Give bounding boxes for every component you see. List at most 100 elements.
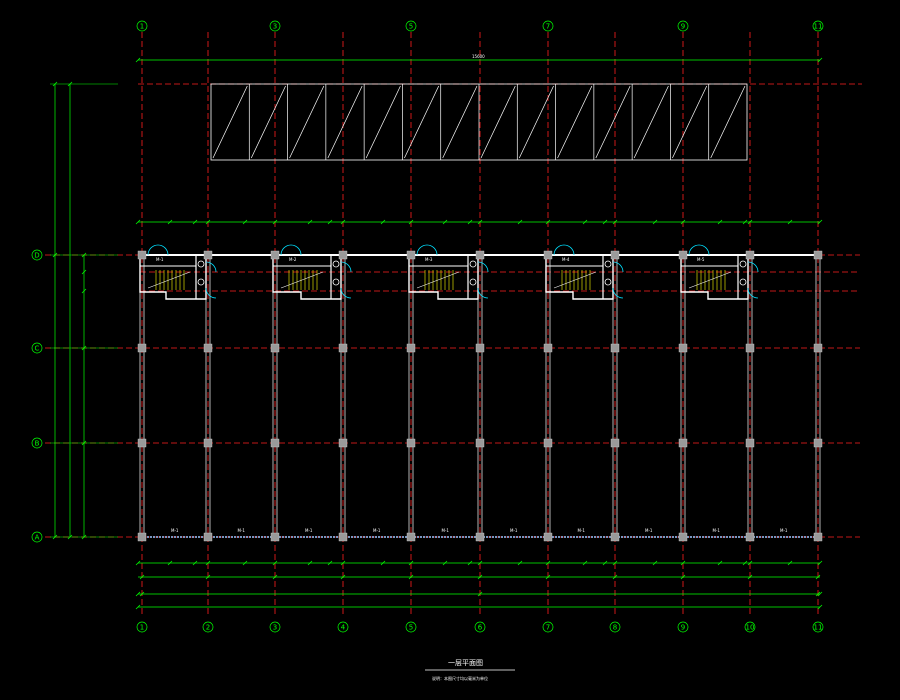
toilet-icon [604, 260, 612, 268]
overall-dimension: 15600 [472, 54, 485, 59]
dimension-tick [242, 560, 248, 566]
grid-bubble-label: 6 [478, 623, 483, 631]
hatched-canopy [210, 83, 748, 161]
grid-bubble-icon [812, 20, 824, 32]
canopy-hatch [365, 85, 401, 159]
dimension-tick [680, 219, 686, 225]
dimension-tick [787, 560, 793, 566]
canopy-hatch [595, 85, 631, 159]
grid-bubble-label: 1 [140, 22, 144, 30]
column-icon [270, 438, 280, 448]
column-icon [338, 250, 348, 260]
dimension-tick [612, 560, 618, 566]
dimension-tick [582, 560, 588, 566]
grid-bubble-label: 7 [546, 623, 550, 631]
column-icon [137, 343, 147, 353]
unit-label: M-1 [156, 257, 164, 262]
dimension-tick [205, 560, 211, 566]
dimension-tick [242, 219, 248, 225]
column-icon [406, 438, 416, 448]
dimension-tick [467, 560, 473, 566]
dimension-tick [135, 560, 141, 566]
grid-bubble-icon [31, 531, 43, 543]
grid-bubble-label: 5 [409, 22, 413, 30]
column-icon [137, 438, 147, 448]
toilet-icon [739, 278, 747, 286]
column-icon [203, 438, 213, 448]
dimension-tick [205, 219, 211, 225]
dimension-tick [742, 560, 748, 566]
column-icon [406, 532, 416, 542]
stairs [147, 260, 747, 290]
column-icon [745, 343, 755, 353]
dimension-tick [81, 288, 87, 294]
canopy-hatch [557, 85, 593, 159]
dimension-tick [747, 219, 753, 225]
dimension-tick [717, 560, 723, 566]
column-icon [338, 343, 348, 353]
door-swing-icon [747, 261, 759, 273]
column-icon [543, 250, 553, 260]
dimension-tick [817, 57, 823, 63]
dimension-tick [408, 219, 414, 225]
grid-bubble-icon [744, 621, 756, 633]
dimension-tick [307, 560, 313, 566]
dimension-tick [477, 219, 483, 225]
grid-bubble-label: 10 [746, 623, 755, 631]
canopy-hatch [480, 85, 516, 159]
dimension-tick [408, 574, 414, 580]
door-swing-icon [205, 287, 217, 299]
toilet-icon [739, 260, 747, 268]
canopy-hatch [327, 85, 363, 159]
stair-arrow [416, 271, 460, 289]
grid-bubble-label: 11 [814, 623, 823, 631]
unit-label: M-3 [425, 257, 433, 262]
dimension-tick [602, 560, 608, 566]
grid-bubble-icon [31, 342, 43, 354]
column-icon [543, 532, 553, 542]
column-icon [475, 532, 485, 542]
door-label: M-1 [510, 528, 518, 533]
grid-bubble-icon [136, 20, 148, 32]
column-icon [813, 438, 823, 448]
toilet-icon [197, 260, 205, 268]
dimension-tick [477, 591, 483, 597]
door-swing-icon [147, 244, 159, 256]
canopy-hatch [289, 85, 325, 159]
door-label: M-1 [578, 528, 586, 533]
dimension-tick [747, 574, 753, 580]
column-icon [475, 438, 485, 448]
column-icon [203, 343, 213, 353]
grid-bubble-label: 11 [814, 22, 823, 30]
door-swing-icon [563, 244, 575, 256]
grid-bubble-label: 3 [273, 623, 277, 631]
grid-bubble-label: 2 [206, 623, 210, 631]
dimension-tick [815, 591, 821, 597]
dimension-lines [50, 57, 823, 610]
dimension-tick [380, 560, 386, 566]
canopy-hatch [404, 85, 440, 159]
dimension-tick [192, 219, 198, 225]
stair-arrow [553, 271, 597, 289]
door-swing-icon [157, 244, 169, 256]
dimension-tick [517, 560, 523, 566]
dimension-tick [652, 219, 658, 225]
core-wall [272, 255, 342, 300]
door-label: M-1 [305, 528, 313, 533]
toilet-icon [469, 278, 477, 286]
grid-bubble-icon [474, 621, 486, 633]
grid-bubble-label: C [35, 344, 40, 352]
dimension-tick [81, 269, 87, 275]
columns [137, 250, 823, 542]
grid-bubble-icon [136, 621, 148, 633]
dimension-tick [135, 57, 141, 63]
door-swing-icon [612, 261, 624, 273]
dimension-tick [545, 560, 551, 566]
toilet-icon [332, 260, 340, 268]
dimension-tick [582, 219, 588, 225]
column-icon [270, 250, 280, 260]
dimension-tick [205, 574, 211, 580]
door-swing-icon [340, 261, 352, 273]
